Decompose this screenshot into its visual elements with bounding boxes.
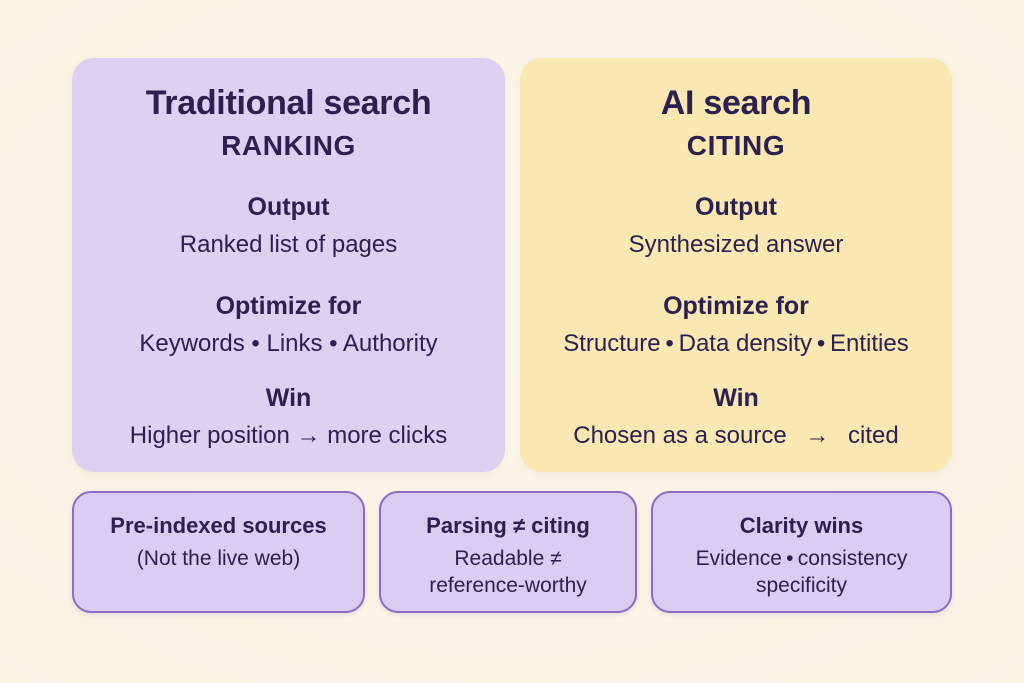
ai-search-title: AI search	[660, 84, 812, 122]
group-label: Output	[247, 193, 330, 221]
traditional-search-card: Traditional search RANKING Output Ranked…	[72, 58, 505, 472]
group-label: Optimize for	[663, 292, 809, 320]
ai-optimize-group: Optimize for Structure • Data density • …	[520, 287, 952, 363]
ai-search-card: AI search CITING Output Synthesized answ…	[520, 58, 952, 472]
group-label: Win	[265, 384, 312, 412]
group-value: Structure • Data density • Entities	[563, 330, 909, 357]
traditional-optimize-group: Optimize for Keywords • Links • Authorit…	[72, 287, 505, 363]
note-body: Readable ≠ reference-worthy	[381, 545, 635, 599]
note-body-line: Evidence • consistency	[695, 547, 908, 570]
note-title: Pre-indexed sources	[110, 513, 327, 538]
group-label: Output	[695, 193, 777, 221]
group-value: Ranked list of pages	[179, 231, 398, 258]
ai-output-group: Output Synthesized answer	[520, 188, 952, 264]
group-value: Synthesized answer	[628, 231, 844, 258]
note-pre-indexed-sources: Pre-indexed sources (Not the live web)	[72, 491, 365, 613]
traditional-search-subtitle: RANKING	[221, 130, 356, 161]
ai-win-group: Win Chosen as a source → cited	[520, 379, 952, 455]
traditional-search-title: Traditional search	[145, 84, 432, 122]
note-clarity-wins: Clarity wins Evidence • consistency spec…	[651, 491, 952, 613]
note-body-line: (Not the live web)	[136, 547, 301, 570]
group-value: Higher position → more clicks	[129, 422, 448, 449]
note-title: Parsing ≠ citing	[426, 513, 590, 538]
group-label: Win	[713, 384, 759, 412]
group-value: Chosen as a source → cited	[573, 422, 899, 449]
note-title: Clarity wins	[739, 513, 864, 538]
note-body: (Not the live web)	[74, 545, 363, 572]
note-body-line: specificity	[755, 574, 848, 597]
group-label: Optimize for	[215, 292, 362, 320]
note-body-line: reference-worthy	[429, 574, 587, 597]
traditional-win-group: Win Higher position → more clicks	[72, 379, 505, 455]
ai-search-subtitle: CITING	[686, 130, 786, 161]
note-parsing-vs-citing: Parsing ≠ citing Readable ≠ reference-wo…	[379, 491, 637, 613]
traditional-output-group: Output Ranked list of pages	[72, 188, 505, 264]
note-body: Evidence • consistency specificity	[653, 545, 950, 599]
group-value: Keywords • Links • Authority	[139, 330, 438, 357]
note-body-line: Readable ≠	[454, 547, 562, 570]
